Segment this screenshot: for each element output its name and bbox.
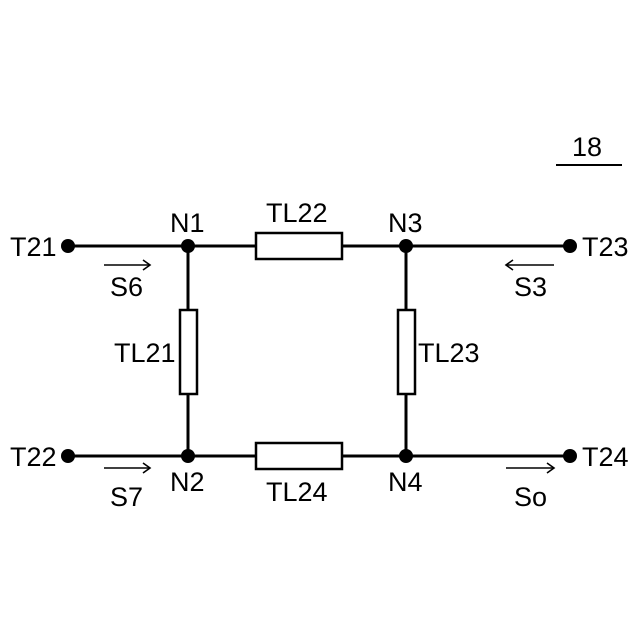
terminal-t23-dot — [563, 239, 577, 253]
terminal-t22-label: T22 — [10, 442, 57, 472]
terminal-t24-label: T24 — [582, 442, 629, 472]
tl22-label: TL22 — [266, 198, 328, 228]
signal-so-arrow — [506, 463, 554, 473]
signal-s6-label: S6 — [110, 272, 143, 302]
signal-so-label: So — [514, 482, 547, 512]
node-n3-dot — [399, 239, 413, 253]
signal-s6-arrow — [104, 260, 150, 270]
tl23-label: TL23 — [418, 338, 480, 368]
node-n3-label: N3 — [388, 208, 423, 238]
terminal-t23-label: T23 — [582, 232, 629, 262]
node-n2-dot — [181, 449, 195, 463]
node-n4-label: N4 — [388, 467, 423, 497]
tl24-label: TL24 — [266, 477, 328, 507]
tl22-resistor — [256, 233, 342, 259]
node-n2-label: N2 — [170, 467, 205, 497]
terminal-t24-dot — [563, 449, 577, 463]
tl23-resistor — [398, 310, 415, 394]
signal-s3-label: S3 — [514, 272, 547, 302]
signal-s3-arrow — [506, 260, 554, 270]
signal-s7-arrow — [104, 463, 150, 473]
node-n4-dot — [399, 449, 413, 463]
figure-ref-label: 18 — [572, 132, 602, 162]
signal-s7-label: S7 — [110, 482, 143, 512]
terminal-t21-label: T21 — [10, 232, 57, 262]
terminal-t22-dot — [61, 449, 75, 463]
node-n1-dot — [181, 239, 195, 253]
node-n1-label: N1 — [170, 208, 205, 238]
tl21-label: TL21 — [114, 338, 176, 368]
tl21-resistor — [180, 310, 197, 394]
tl24-resistor — [256, 443, 342, 469]
terminal-t21-dot — [61, 239, 75, 253]
